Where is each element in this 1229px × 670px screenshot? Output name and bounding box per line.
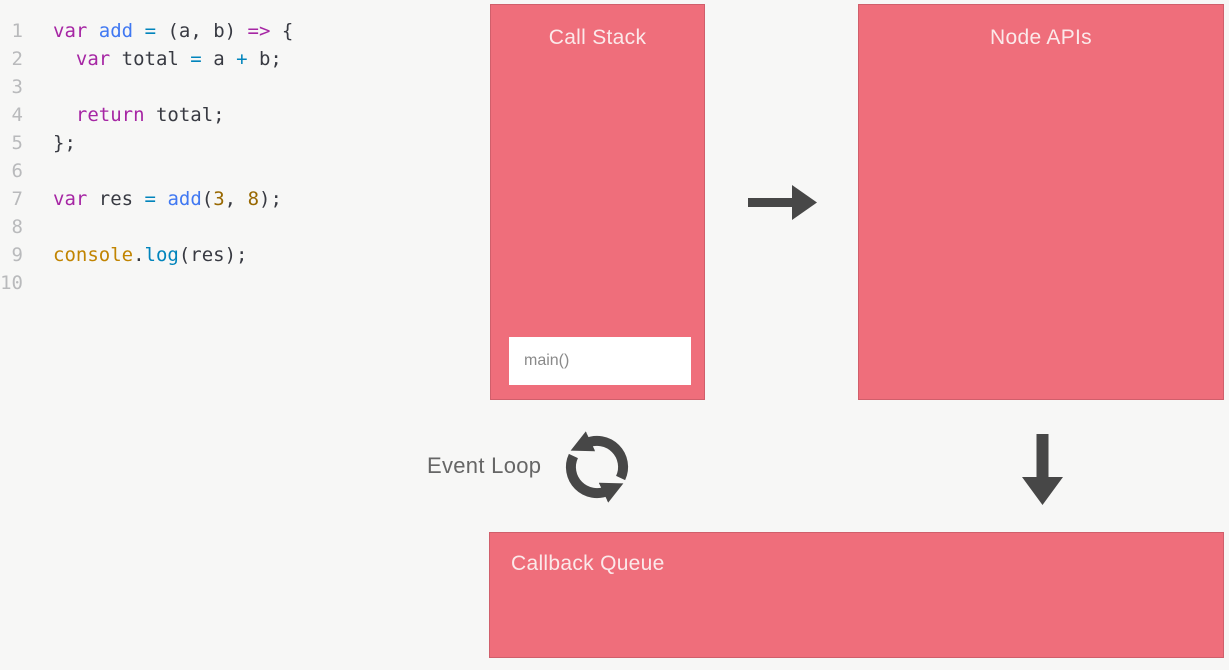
call-stack-title: Call Stack — [548, 26, 647, 49]
code-line: 5}; — [0, 129, 293, 157]
code-text — [23, 73, 53, 101]
event-loop-label: Event Loop — [427, 453, 542, 478]
code-line: 10 — [0, 269, 293, 297]
line-number: 7 — [11, 188, 23, 210]
event-loop-cycle-icon — [565, 431, 629, 503]
stack-frame-main: main() — [509, 337, 691, 385]
code-line: 6 — [0, 157, 293, 185]
line-number: 9 — [11, 244, 23, 266]
node-apis-title: Node APIs — [990, 26, 1092, 49]
node-apis-box: Node APIs — [858, 4, 1224, 400]
code-text: var res = add(3, 8); — [53, 188, 282, 210]
code-text — [23, 269, 53, 297]
code-line: 8 — [0, 213, 293, 241]
callback-queue-title: Callback Queue — [511, 552, 665, 575]
code-line: 9 console.log(res); — [0, 241, 293, 269]
code-text: var total = a + b; — [75, 48, 282, 70]
line-number: 6 — [11, 160, 23, 182]
callback-queue-box: Callback Queue — [489, 532, 1224, 658]
code-text — [23, 213, 53, 241]
right-arrow-icon — [748, 185, 817, 220]
code-text: }; — [53, 132, 76, 154]
line-number: 5 — [11, 132, 23, 154]
code-line: 3 — [0, 73, 293, 101]
line-number: 3 — [11, 76, 23, 98]
code-line: 7 var res = add(3, 8); — [0, 185, 293, 213]
line-number: 2 — [11, 48, 23, 70]
code-line: 2 var total = a + b; — [0, 45, 293, 73]
down-arrow-icon — [1022, 434, 1063, 505]
code-text — [23, 157, 53, 185]
call-stack-box: Call Stack main() — [490, 4, 705, 400]
code-text: console.log(res); — [53, 244, 248, 266]
line-number: 4 — [11, 104, 23, 126]
code-text: var add = (a, b) => { — [53, 20, 294, 42]
code-line: 4 return total; — [0, 101, 293, 129]
line-number: 10 — [0, 272, 23, 294]
line-number: 8 — [11, 216, 23, 238]
line-number: 1 — [11, 20, 23, 42]
code-text: return total; — [75, 104, 225, 126]
code-editor: 1 var add = (a, b) => { 2 var total = a + … — [0, 17, 293, 297]
code-line: 1 var add = (a, b) => { — [0, 17, 294, 45]
stack-frame-label: main() — [524, 352, 570, 369]
